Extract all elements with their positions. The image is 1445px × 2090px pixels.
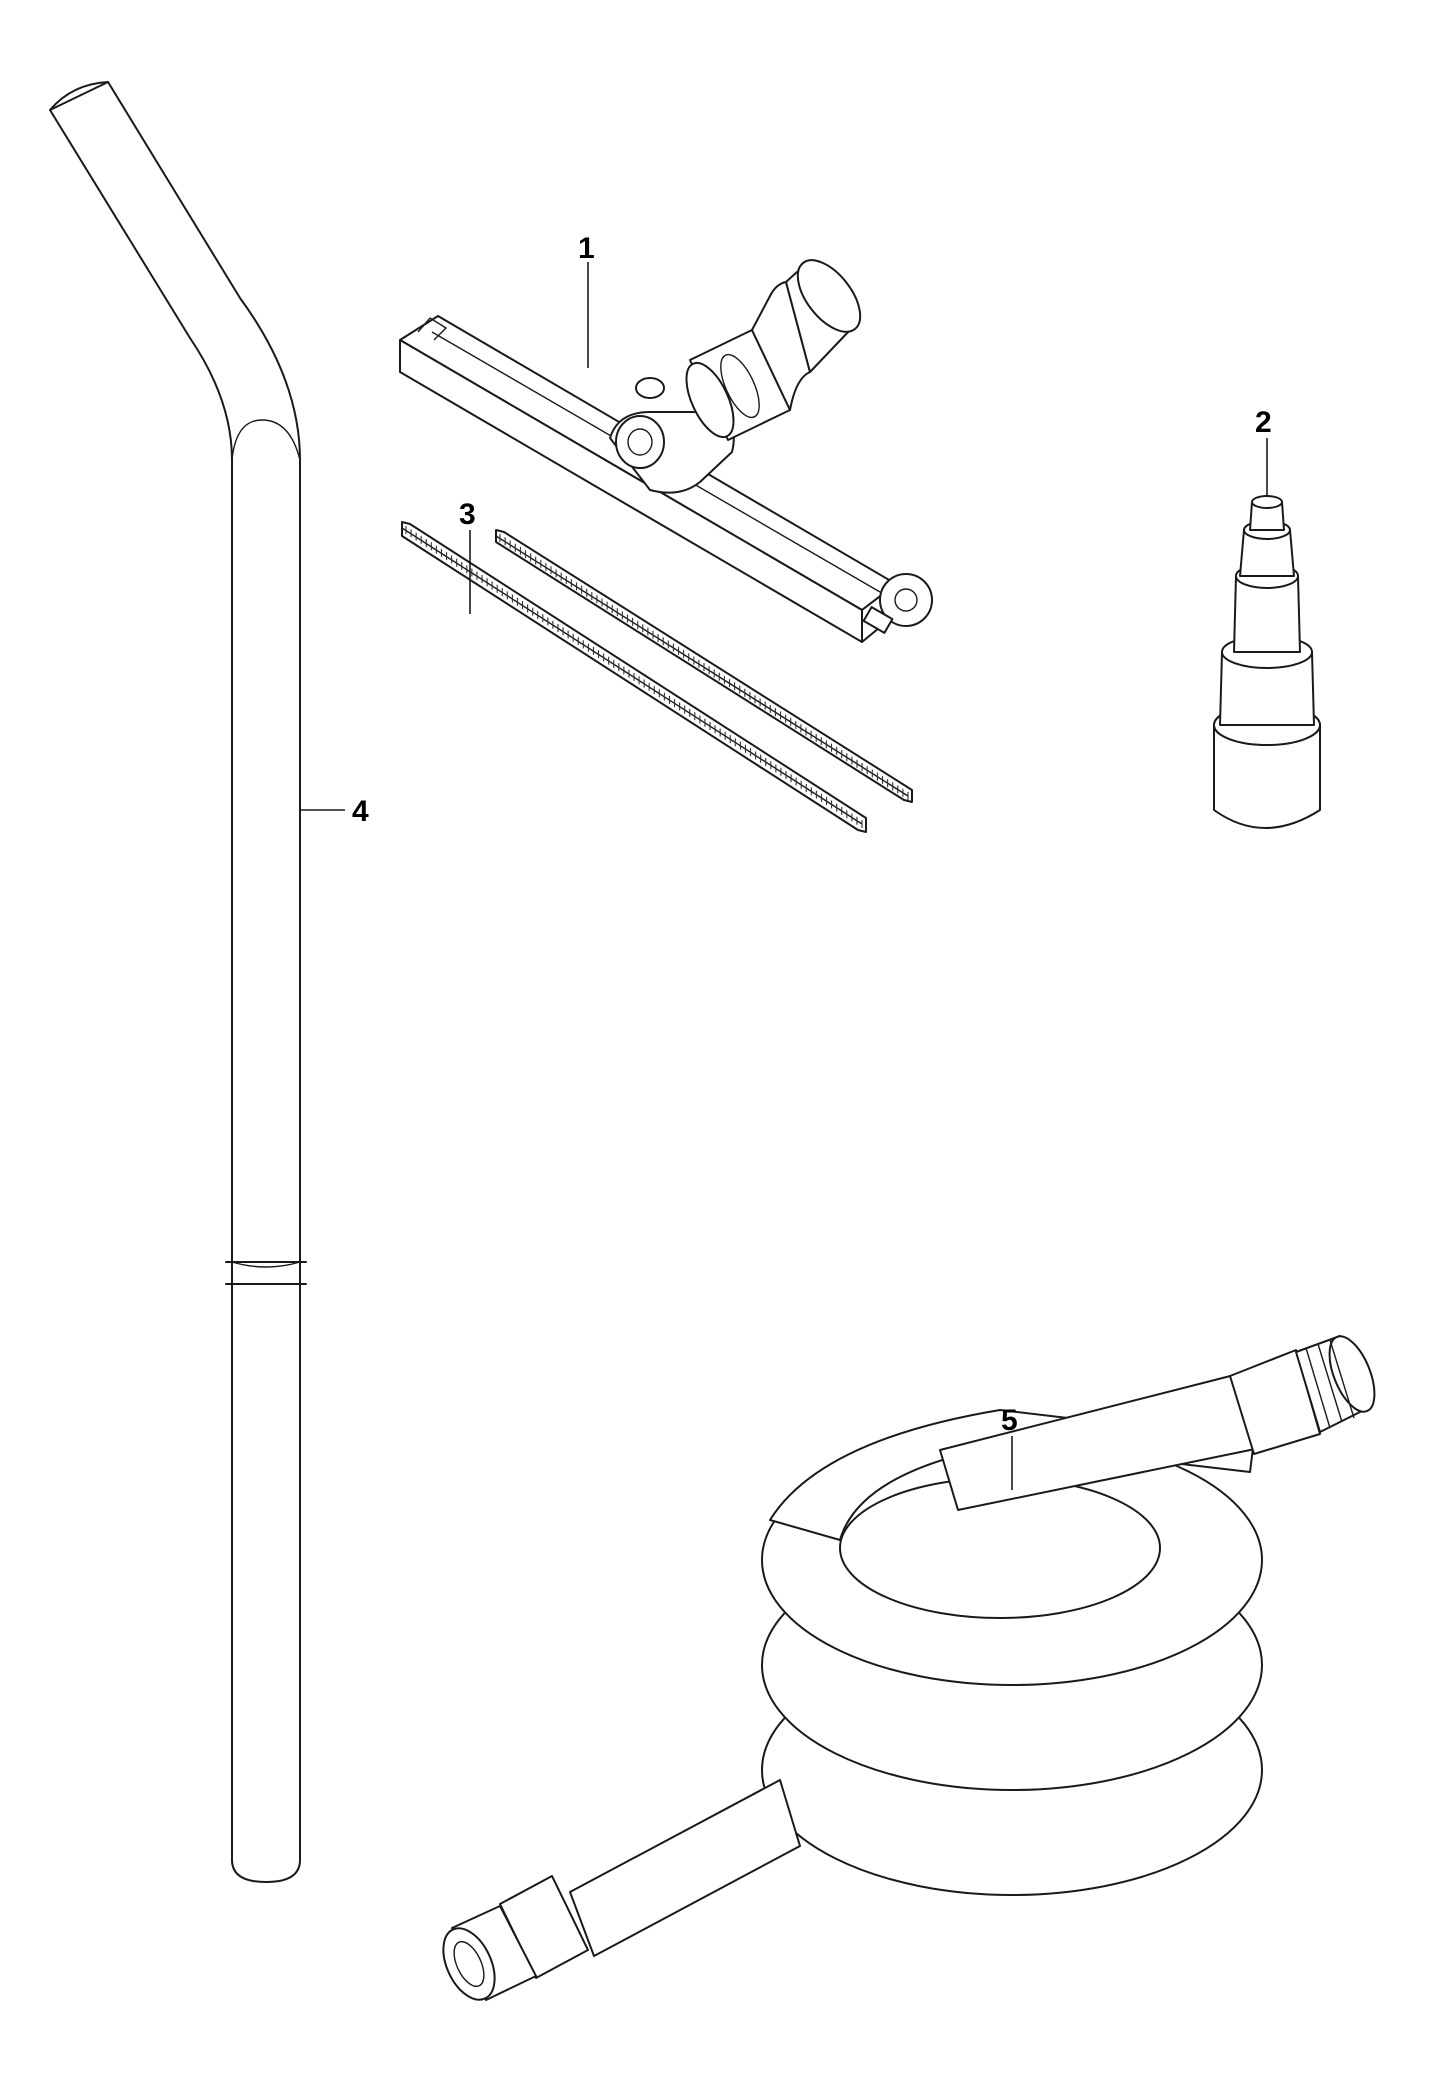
part-label-3: 3 — [459, 498, 476, 531]
rubber-strips-icon — [401, 521, 913, 833]
part-label-5: 5 — [1001, 1404, 1018, 1437]
suction-tube-icon — [49, 81, 307, 1883]
floor-nozzle-icon — [399, 259, 933, 643]
part-label-4: 4 — [352, 795, 369, 828]
hose-adapter-icon — [1213, 495, 1321, 829]
part-label-1: 1 — [578, 232, 595, 265]
suction-hose-icon — [442, 1335, 1376, 2001]
part-label-2: 2 — [1255, 406, 1272, 439]
